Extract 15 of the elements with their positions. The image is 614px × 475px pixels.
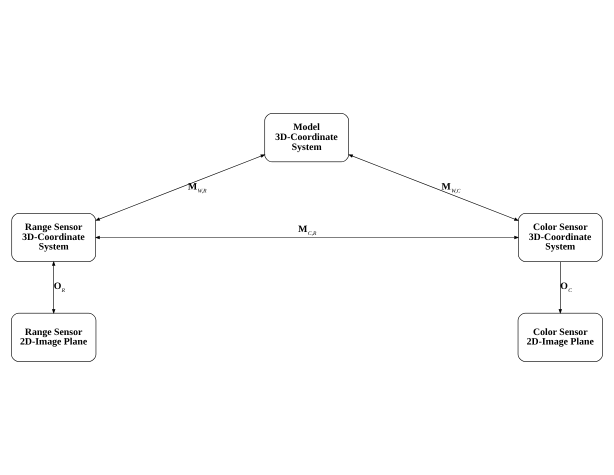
node-box: Range Sensor 3D-Coordinate System	[11, 213, 96, 262]
edge-label: M$_{W,C}$	[441, 181, 460, 194]
arrow	[52, 260, 56, 314]
edge-label: M$_{C,R}$	[298, 224, 316, 237]
arrow	[94, 236, 520, 240]
node-box: Color Sensor 3D-Coordinate System	[518, 213, 603, 262]
arrow	[95, 154, 266, 221]
edge-label: O$_{R}$	[54, 281, 66, 294]
node-box: Color Sensor 2D-Image Plane	[518, 312, 603, 362]
edge-label: O$_{C}$	[560, 281, 572, 294]
node-box: Model 3D-Coordinate System	[264, 113, 349, 162]
arrow	[348, 154, 520, 221]
node-box: Range Sensor 2D-Image Plane	[11, 312, 96, 362]
edge-label: M$_{W,R}$	[188, 181, 206, 194]
arrow	[558, 261, 562, 314]
